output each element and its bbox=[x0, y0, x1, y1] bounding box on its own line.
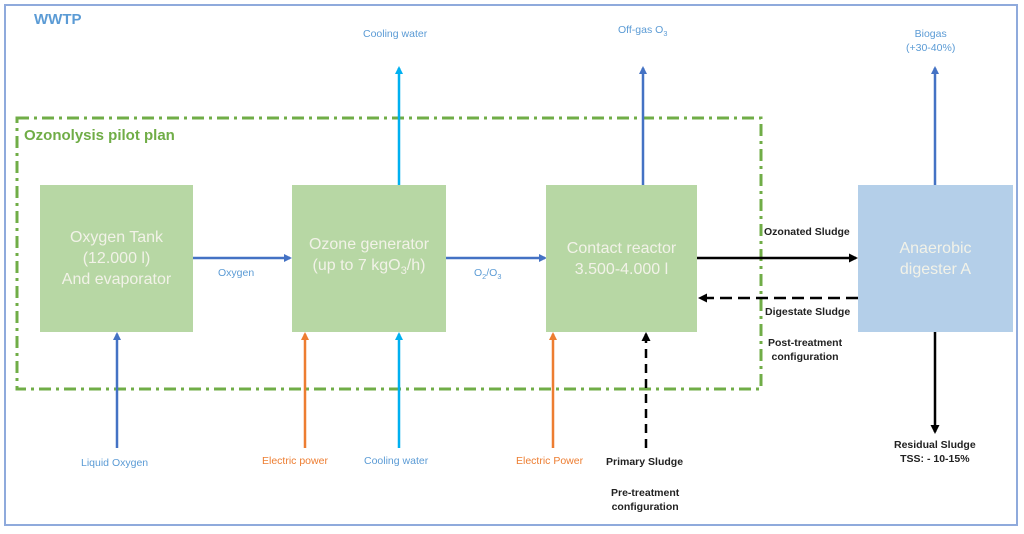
oxygen-tank-volume: (12.000 l) bbox=[82, 250, 151, 267]
ozone-generator-unit: Ozone generator (up to 7 kgO3/h) bbox=[292, 185, 446, 332]
contact-reactor-unit: Contact reactor 3.500-4.000 l bbox=[546, 185, 697, 332]
digester-name-line2: digester A bbox=[899, 260, 972, 278]
primary-sludge-label: Primary Sludge bbox=[606, 456, 684, 468]
ozonated-sludge-label: Ozonated Sludge bbox=[764, 226, 850, 238]
wwtp-title: WWTP bbox=[34, 11, 82, 28]
ozone-generator-capacity: (up to 7 kgO3/h) bbox=[312, 257, 426, 278]
pilot-plant-title: Ozonolysis pilot plan bbox=[24, 127, 175, 144]
oxygen-tank-desc: And evaporator bbox=[61, 271, 172, 288]
cooling-water-in-label: Cooling water bbox=[364, 455, 429, 467]
contact-reactor-name: Contact reactor bbox=[566, 239, 677, 257]
wwtp-boundary bbox=[4, 4, 1018, 526]
o2-o3-label: O2/O3 bbox=[474, 267, 502, 282]
electric-power-label-1: Electric power bbox=[262, 455, 328, 467]
ozone-generator-name: Ozone generator bbox=[308, 236, 430, 254]
biogas-label: Biogas(+30-40%) bbox=[906, 28, 956, 54]
oxygen-label: Oxygen bbox=[218, 267, 255, 279]
contact-reactor-volume: 3.500-4.000 l bbox=[574, 260, 669, 278]
liquid-oxygen-label: Liquid Oxygen bbox=[81, 457, 149, 469]
off-gas-label: Off-gas O3 bbox=[618, 24, 668, 39]
oxygen-tank-name: Oxygen Tank bbox=[69, 229, 164, 246]
digestate-sludge-label: Digestate Sludge bbox=[765, 306, 851, 318]
cooling-water-out-label: Cooling water bbox=[363, 28, 428, 40]
digester-name-line1: Anaerobic bbox=[899, 239, 972, 257]
pilot-plant-boundary bbox=[15, 116, 763, 391]
oxygen-tank-unit: Oxygen Tank (12.000 l) And evaporator bbox=[40, 185, 193, 332]
anaerobic-digester-unit: Anaerobic digester A bbox=[858, 185, 1013, 332]
electric-power-label-2: Electric Power bbox=[516, 455, 584, 467]
